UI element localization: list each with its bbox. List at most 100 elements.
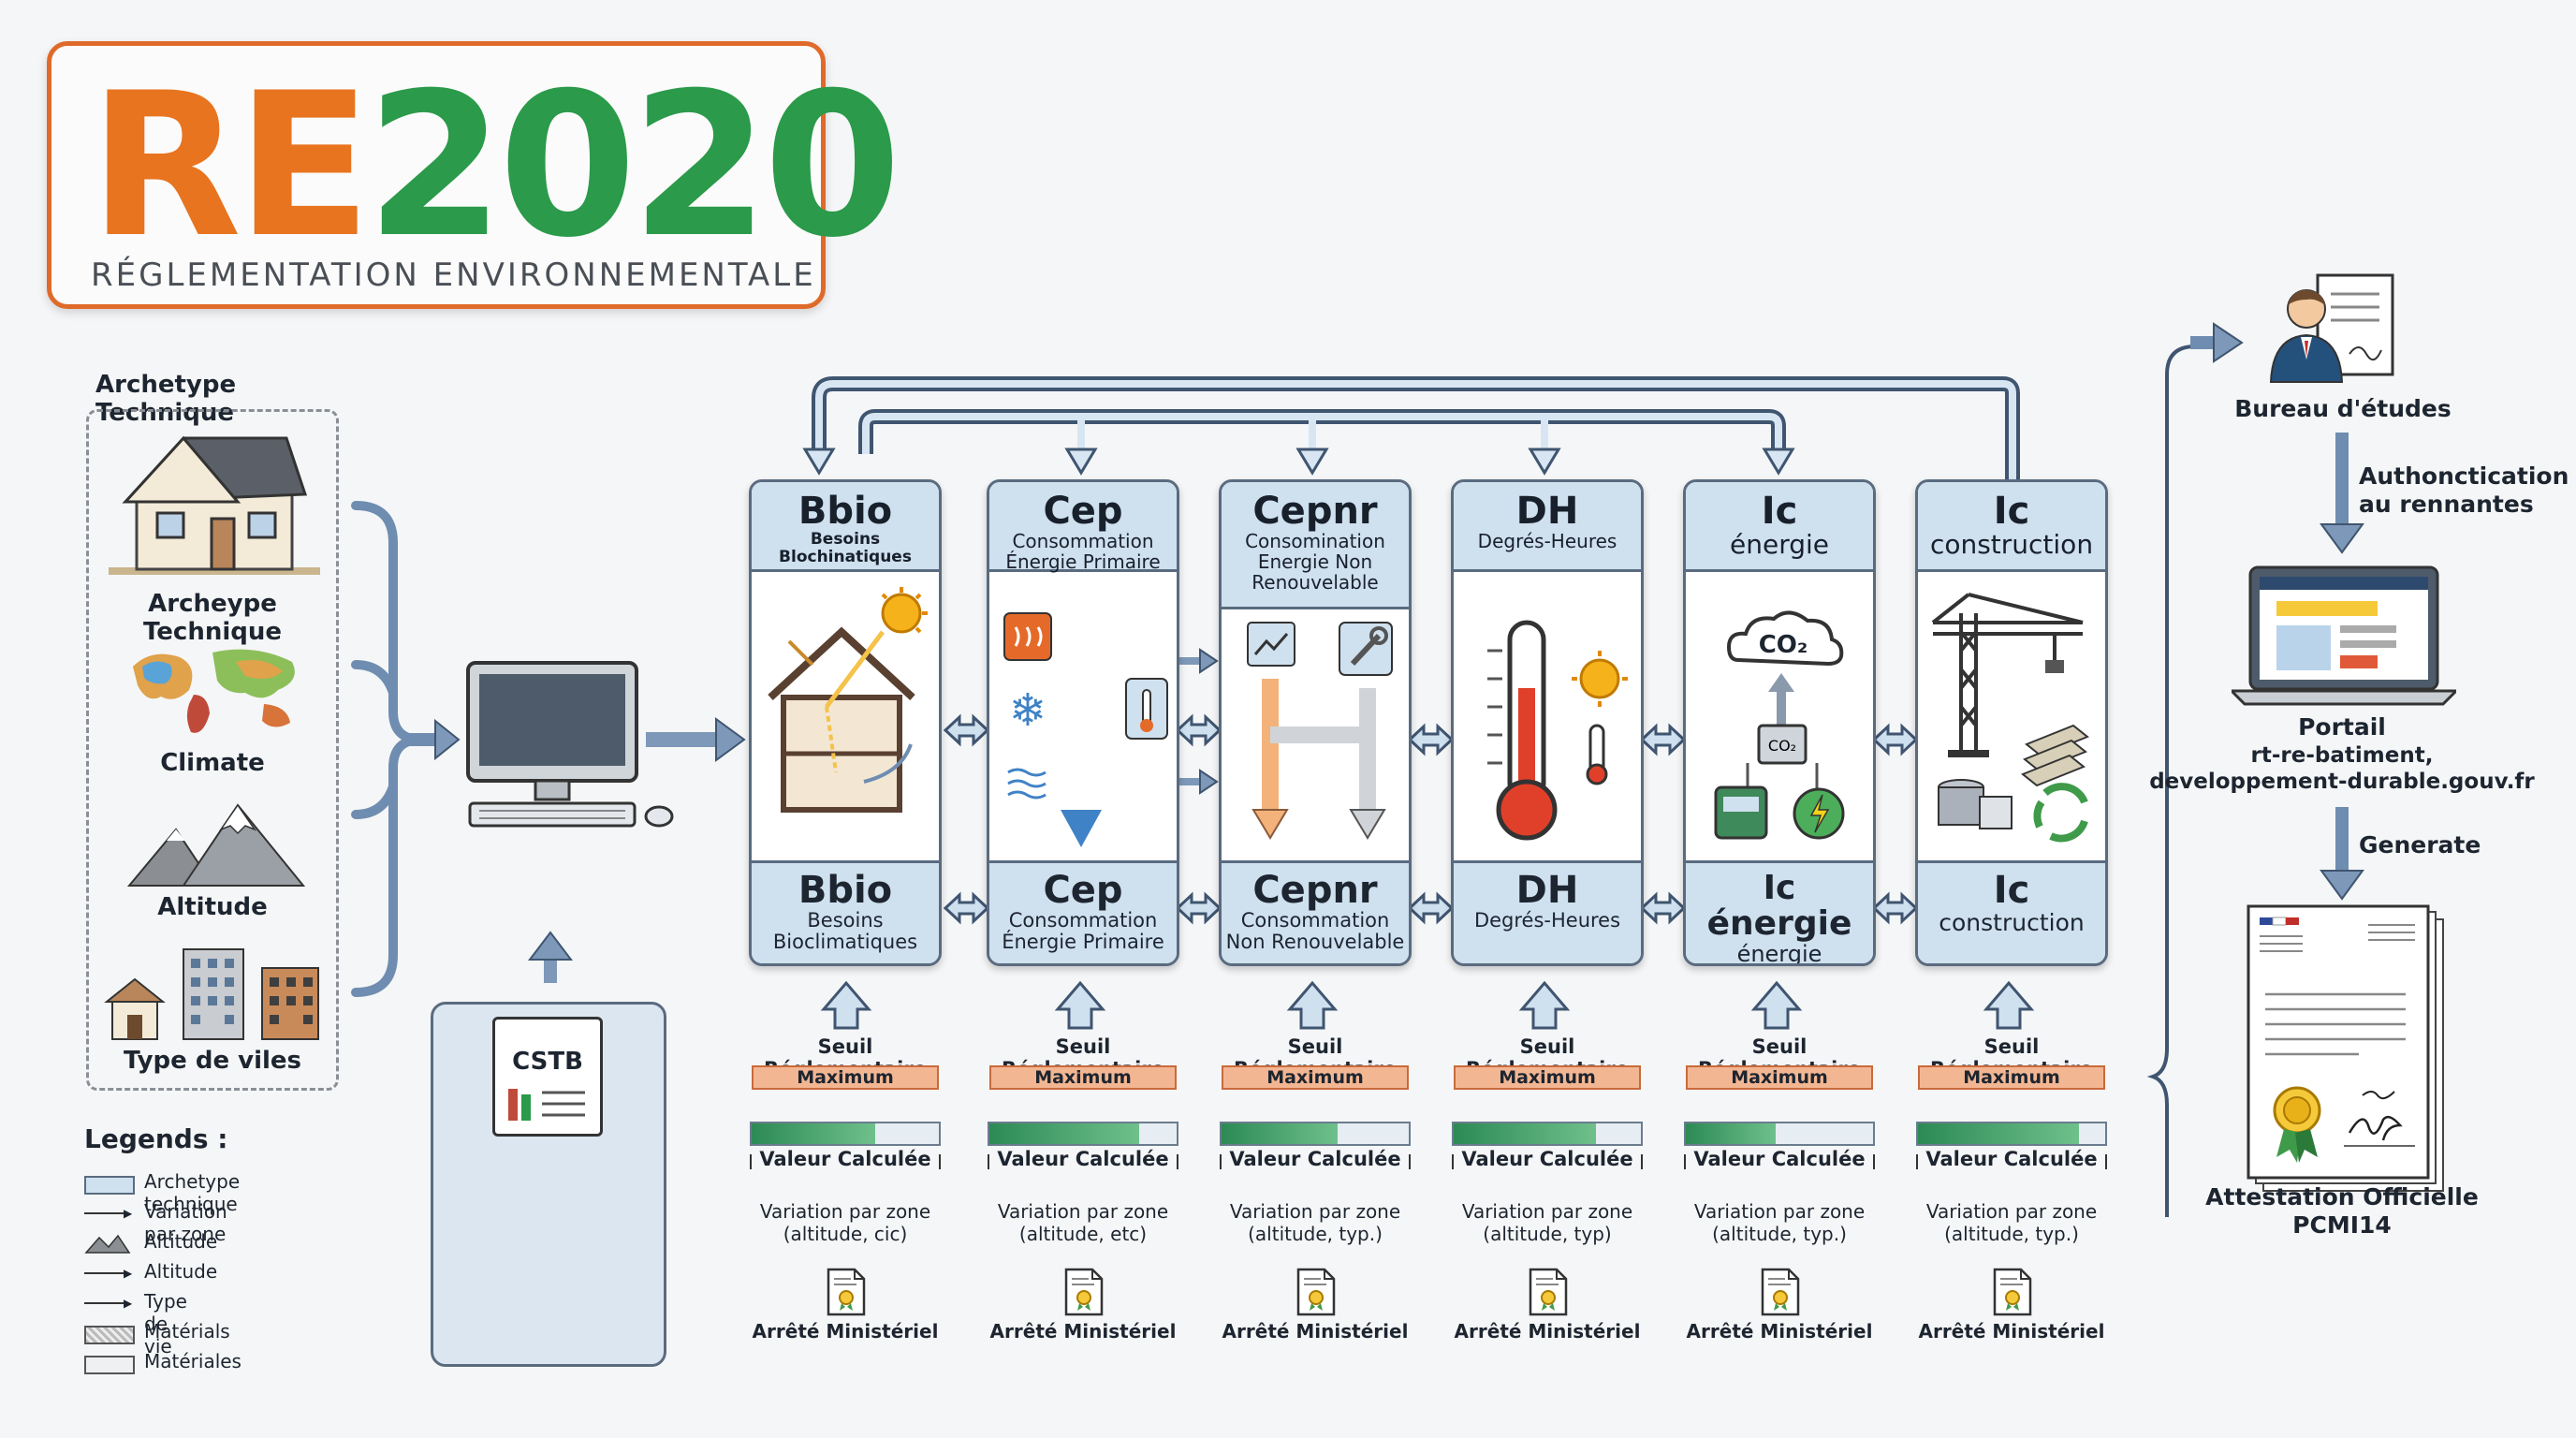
valeur-bar [1684, 1122, 1875, 1146]
maximum-bar: Maximum [1686, 1065, 1873, 1090]
column-title: DH [1515, 490, 1579, 533]
column-up-arrows [820, 980, 2035, 1030]
column-header: Cep Consommation Énergie Primaire [989, 482, 1177, 572]
arrow-portal-to-attestation [2320, 807, 2364, 901]
cep-to-cepnr-arrows [1176, 657, 1203, 785]
valeur-bar [988, 1122, 1178, 1146]
arrete-label: Arrêté Ministériel [1918, 1320, 2105, 1343]
column-footer: Cepnr Consommation Non Renouvelable [1222, 860, 1409, 963]
variation-label: Variation par zone (altitude, typ.) [1693, 1200, 1866, 1245]
bioclimatic-house-icon [768, 587, 928, 813]
legend-arrow-head-icon: ▶ [124, 1267, 133, 1280]
archetype-item-technique: Archeype Technique [142, 590, 282, 646]
logo-year: 2020 [366, 50, 901, 281]
column-footer-subtitle: Consommation Non Renouvelable [1225, 909, 1405, 954]
re2020-logo: RE2020 RÉGLEMENTATION ENVIRONNEMENTALE [47, 41, 901, 309]
valeur-bar [1916, 1122, 2107, 1146]
portal-label: Portail [2298, 713, 2386, 741]
legend-arrow-line [84, 1302, 127, 1304]
column-subtitle: Degrés-Heures [1477, 530, 1617, 552]
column-footer-title: Cep [1043, 869, 1123, 912]
feedback-loop [812, 376, 2020, 479]
column-subtitle: Consommation Énergie Primaire [1005, 530, 1161, 573]
legend-mountain-icon [84, 1234, 131, 1254]
arrete-label: Arrêté Ministériel [752, 1320, 939, 1343]
legend-label: Variation par zone [144, 1200, 227, 1245]
maximum-bar: Maximum [989, 1065, 1177, 1090]
column-footer-subtitle: Besoins Bioclimatiques [772, 909, 918, 954]
attestation-label: Attestation Officielle [2205, 1183, 2479, 1211]
column-footer: Ic énergie énergie [1686, 860, 1873, 963]
archetype-item-altitude: Altitude [157, 893, 268, 921]
pcmi-label: PCMI14 [2292, 1211, 2392, 1239]
arrow-computer-to-columns [646, 717, 746, 762]
house-icon [109, 435, 320, 575]
construction-crane-icon [1931, 593, 2089, 843]
column-footer-title: Bbio [798, 869, 893, 912]
maximum-bar: Maximum [1222, 1065, 1409, 1090]
column-header: Bbio Besoins Blochinatiques [752, 482, 939, 572]
valeur-bar-fill [1454, 1123, 1596, 1144]
logo-subtitle: RÉGLEMENTATION ENVIRONNEMENTALE [91, 257, 816, 294]
generate-label: Generate [2359, 831, 2481, 858]
column-header: Ic construction [1918, 482, 2105, 572]
column-cep: Cep Consommation Énergie Primaire ❄ Cep … [987, 479, 1179, 966]
arrete-document-icon [1296, 1268, 1336, 1316]
column-header: DH Degrés-Heures [1454, 482, 1641, 572]
column-footer-subtitle: énergie [1736, 940, 1822, 966]
valeur-bar-fill [989, 1123, 1139, 1144]
valeur-bar-fill [1222, 1123, 1338, 1144]
variation-label: Variation par zone (altitude, typ) [1461, 1200, 1633, 1245]
world-map-icon [133, 649, 295, 733]
legend-arrow-line [84, 1272, 127, 1274]
maximum-bar: Maximum [1918, 1065, 2105, 1090]
co2-small-label: CO₂ [1768, 737, 1796, 755]
variation-label: Variation par zone (altitude, typ.) [1229, 1200, 1401, 1245]
mountain-icon [127, 803, 305, 887]
column-footer-subtitle: construction [1939, 909, 2085, 936]
maximum-bar: Maximum [1454, 1065, 1641, 1090]
legend-label: Matérials [144, 1320, 230, 1343]
portal-url-line1: rt-re-batiment, [2250, 743, 2434, 768]
arrete-label: Arrêté Ministériel [1686, 1320, 1873, 1343]
arrow-bureau-to-portal [2320, 433, 2364, 554]
arrete-document-icon [1529, 1268, 1568, 1316]
bureau-label: Bureau d'études [2234, 395, 2452, 422]
valeur-label: Valeur Calculée [752, 1148, 939, 1171]
column-footer: Bbio Besoins Bioclimatiques [752, 860, 939, 963]
attestation-document-icon [2247, 904, 2444, 1192]
column-footer-subtitle: Degrés-Heures [1473, 909, 1621, 932]
column-subtitle: construction [1929, 529, 2094, 560]
computer-icon [466, 661, 674, 828]
column-subtitle: Consomination Energie Non Renouvelable [1245, 530, 1385, 594]
column-header: Ic énergie [1686, 482, 1873, 572]
feedback-loop-heads [802, 448, 1795, 476]
cstb-label: CSTB [512, 1048, 583, 1076]
archetype-item-ville: Type de viles [123, 1047, 302, 1075]
column-footer-title: Ic [1993, 869, 2030, 912]
arrete-label: Arrêté Ministériel [1222, 1320, 1409, 1343]
legend-label: Matériales [144, 1350, 242, 1372]
arrete-document-icon [1993, 1268, 2032, 1316]
energy-flow-icon: ❄ [1003, 604, 1168, 847]
column-subtitle: énergie [1730, 529, 1829, 560]
valeur-bar [750, 1122, 941, 1146]
column-ic-construction: Ic construction [1915, 479, 2108, 966]
co2-energy-icon: CO₂ CO₂ [1714, 610, 1845, 840]
legend-label: Archetype technique [144, 1170, 241, 1215]
column-cepnr: Cepnr Consomination Energie Non Renouvel… [1219, 479, 1412, 966]
feedback-loop-inner [815, 380, 2016, 479]
valeur-label: Valeur Calculée [1686, 1148, 1873, 1171]
legend-arrow-line [84, 1212, 127, 1214]
valeur-bar [1452, 1122, 1643, 1146]
thermometer-icon [1487, 620, 1628, 841]
co2-label: CO₂ [1759, 631, 1808, 659]
arrow-archetype-to-computer [402, 718, 461, 761]
legend-swatch-hatch [84, 1326, 135, 1344]
cstb-chart-icon [508, 1089, 585, 1121]
column-footer: Cep Consommation Énergie Primaire [989, 860, 1177, 963]
legend-title: Legends : [84, 1123, 228, 1154]
valeur-label: Valeur Calculée [1918, 1148, 2105, 1171]
column-footer-subtitle: Consommation Énergie Primaire [1002, 909, 1164, 954]
valeur-bar-fill [1918, 1123, 2079, 1144]
